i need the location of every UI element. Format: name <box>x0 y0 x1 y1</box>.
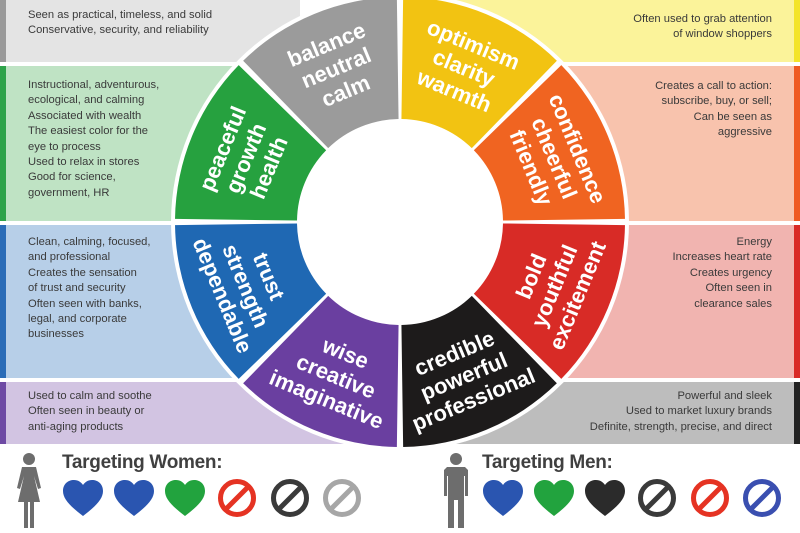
panel-orange-text: Creates a call to action: subscribe, buy… <box>534 79 772 141</box>
panel-line: Definite, strength, precise, and direct <box>589 420 772 433</box>
panel-line: Good for science, <box>28 171 116 184</box>
panel-gray-bar <box>0 0 6 62</box>
panel-line: Powerful and sleek <box>677 390 772 402</box>
panel-line: Used to calm and soothe <box>28 390 152 402</box>
panel-line: Conservative, security, and reliability <box>28 24 209 37</box>
panel-purple-bar <box>0 382 6 444</box>
panel-line: and professional <box>28 251 111 264</box>
panel-line: subscribe, buy, or sell; <box>661 95 772 108</box>
wheel-segment-green <box>175 65 327 221</box>
panel-line: legal, and corporate <box>28 313 127 326</box>
panel-line: Often seen in <box>705 282 772 295</box>
no-sign-icon <box>743 479 781 517</box>
no-sign-icon <box>638 479 676 517</box>
wheel-segment-purple <box>243 295 399 447</box>
panel-line: The easiest color for the <box>28 125 149 138</box>
panel-black-bar <box>794 382 800 444</box>
man-icon <box>444 453 468 528</box>
panel-line: of window shoppers <box>673 28 772 41</box>
panel-line: Used to market luxury brands <box>625 405 772 418</box>
panel-black-text: Powerful and sleek Used to market luxury… <box>404 389 772 435</box>
heart-icon <box>165 480 205 516</box>
panel-yellow-bar <box>794 0 800 62</box>
panel-blue-text: Clean, calming, focused, and professiona… <box>28 235 266 343</box>
wheel-segment-gray <box>243 0 399 149</box>
panel-line: aggressive <box>717 126 772 139</box>
panel-line: Often seen with banks, <box>28 297 142 310</box>
no-sign-icon <box>271 479 309 517</box>
panel-line: Energy <box>736 236 772 248</box>
legend-men-symbols <box>478 478 798 518</box>
panel-line: anti-aging products <box>28 420 124 433</box>
legend-men-title: Targeting Men: <box>482 452 613 473</box>
no-sign-icon <box>218 479 256 517</box>
wheel-segment-red <box>473 223 625 379</box>
panel-blue-bar <box>0 225 6 378</box>
panel-line: eye to process <box>28 140 101 153</box>
panel-green-bar <box>0 66 6 221</box>
panel-yellow-text: Often used to grab attention of window s… <box>404 12 772 43</box>
panel-line: businesses <box>28 328 84 341</box>
legend-women-title: Targeting Women: <box>62 452 223 473</box>
heart-icon <box>585 480 625 516</box>
panel-line: Increases heart rate <box>672 251 773 264</box>
panel-red-text: Energy Increases heart rate Creates urge… <box>534 235 773 312</box>
panel-line: Clean, calming, focused, <box>28 236 151 248</box>
panel-line: Can be seen as <box>693 110 772 123</box>
wheel-segment-yellow <box>401 0 557 149</box>
heart-icon <box>534 480 574 516</box>
panel-gray: Seen as practical, timeless, and solid C… <box>0 0 300 62</box>
panel-red-bar <box>794 225 800 378</box>
panel-gray-text: Seen as practical, timeless, and solid C… <box>28 8 296 39</box>
legend-women-symbols <box>58 478 378 518</box>
panel-line: Creates a call to action: <box>655 80 772 92</box>
no-sign-icon <box>323 479 361 517</box>
heart-icon <box>63 480 103 516</box>
panel-line: government, HR <box>28 186 110 199</box>
panel-line: Associated with wealth <box>28 109 142 122</box>
panel-line: Used to relax in stores <box>28 156 140 169</box>
panel-line: Often seen in beauty or <box>28 405 145 418</box>
panel-line: Seen as practical, timeless, and solid <box>28 9 213 21</box>
panel-purple-text: Used to calm and soothe Often seen in be… <box>28 389 396 435</box>
panel-line: Creates the sensation <box>28 266 137 279</box>
panel-line: ecological, and calming <box>28 94 145 107</box>
panel-line: Creates urgency <box>689 266 772 279</box>
wheel-segment-orange <box>473 65 625 221</box>
heart-icon <box>114 480 154 516</box>
wheel-segment-blue <box>175 223 327 379</box>
heart-icon <box>483 480 523 516</box>
panel-orange-bar <box>794 66 800 221</box>
wheel-segment-black <box>401 295 557 447</box>
panel-line: of trust and security <box>28 282 126 295</box>
no-sign-icon <box>691 479 729 517</box>
wheel-center <box>299 121 501 323</box>
panel-line: clearance sales <box>694 297 772 310</box>
woman-icon <box>17 453 41 528</box>
panel-green-text: Instructional, adventurous, ecological, … <box>28 78 266 201</box>
panel-line: Instructional, adventurous, <box>28 79 160 91</box>
panel-line: Often used to grab attention <box>633 13 772 25</box>
